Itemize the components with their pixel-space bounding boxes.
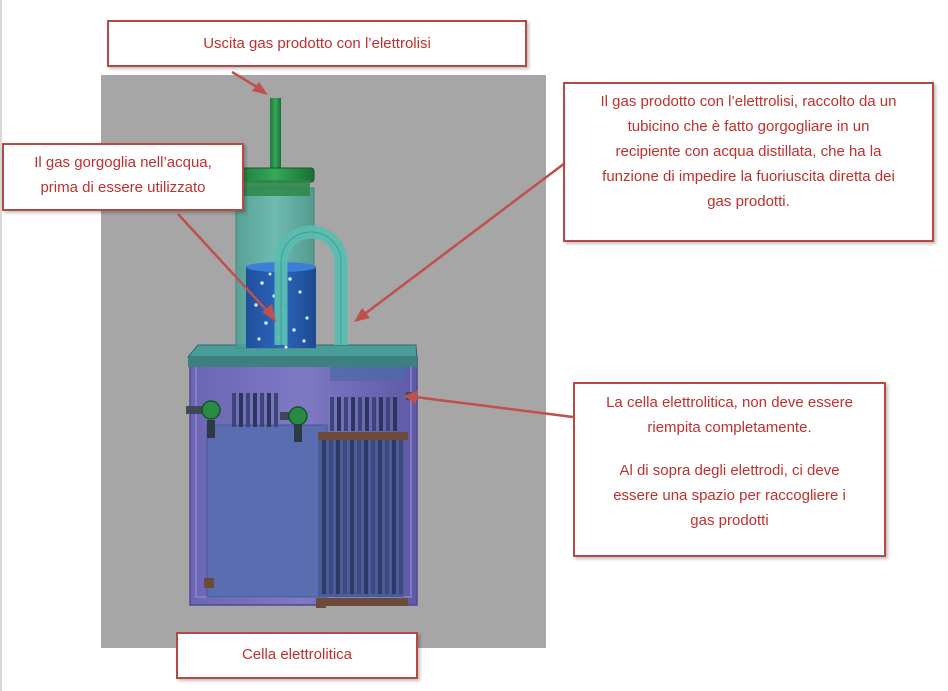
callout-cell-filling-line-1: La cella elettrolitica, non deve essere [575, 390, 884, 415]
callout-gas-collection-line-5: gas prodotti. [565, 189, 932, 214]
callout-cell-label-text: Cella elettrolitica [178, 642, 416, 667]
callout-gas-bubbling-line-1: Il gas gorgoglia nell’acqua, [4, 150, 242, 175]
callout-cell-space-line-3: gas prodotti [575, 508, 884, 533]
callout-gas-bubbling: Il gas gorgoglia nell’acqua, prima di es… [2, 143, 244, 211]
callout-cell-space-line-2: essere una spazio per raccogliere i [575, 483, 884, 508]
electrolytic-cell-box [190, 357, 417, 605]
callout-gas-outlet-text: Uscita gas prodotto con l’elettrolisi [109, 31, 525, 56]
callout-cell-label: Cella elettrolitica [176, 632, 418, 679]
callout-cell-space-line-1: Al di sopra degli elettrodi, ci deve [575, 458, 884, 483]
callout-gas-bubbling-line-2: prima di essere utilizzato [4, 175, 242, 200]
callout-gas-collection-line-2: tubicino che è fatto gorgogliare in un [565, 114, 932, 139]
callout-gas-collection-line-1: Il gas prodotto con l’elettrolisi, racco… [565, 89, 932, 114]
callout-cell-filling-line-2: riempita completamente. [575, 415, 884, 440]
callout-gas-collection: Il gas prodotto con l’elettrolisi, racco… [563, 82, 934, 242]
callout-gas-collection-line-3: recipiente con acqua distillata, che ha … [565, 139, 932, 164]
callout-gas-collection-line-4: funzione di impedire la fuoriuscita dire… [565, 164, 932, 189]
callout-gas-outlet: Uscita gas prodotto con l’elettrolisi [107, 20, 527, 67]
callout-paragraph-gap [575, 440, 884, 458]
callout-cell-filling: La cella elettrolitica, non deve essere … [573, 382, 886, 557]
